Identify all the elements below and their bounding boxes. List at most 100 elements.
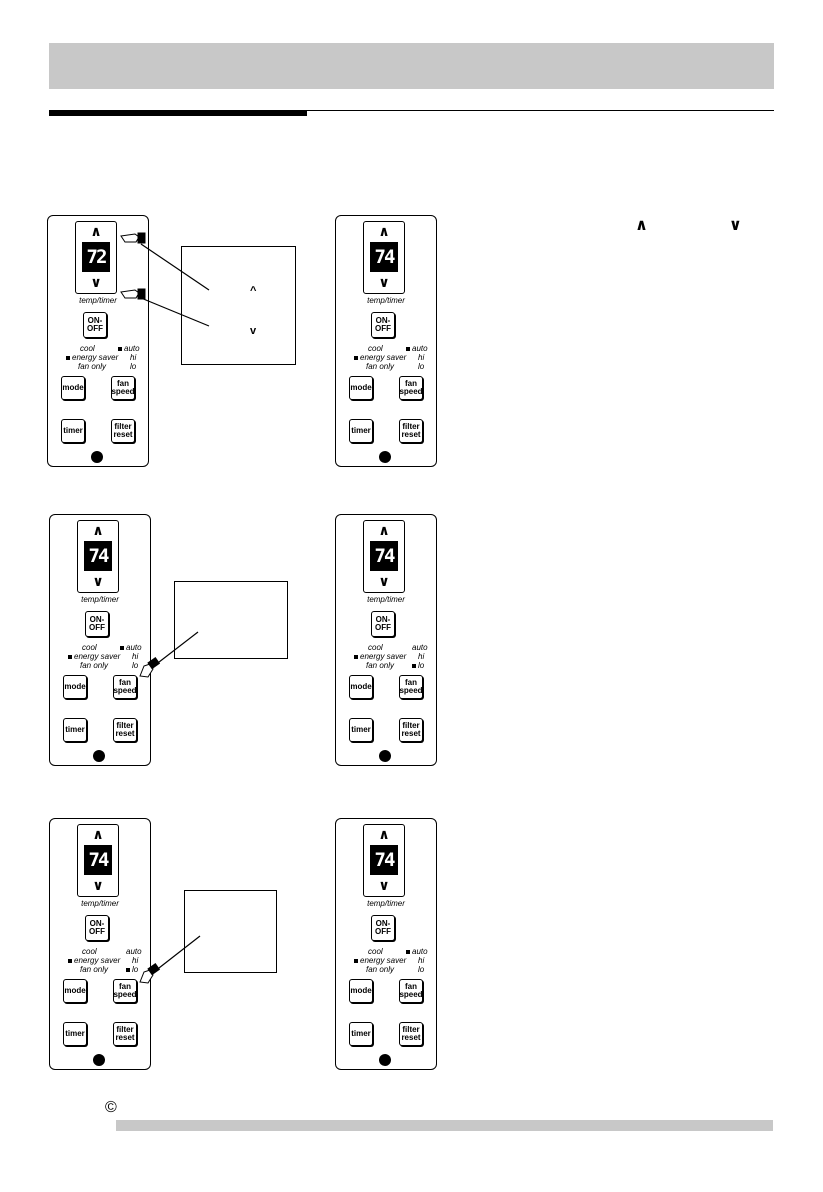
temperature-display: 74	[370, 242, 398, 272]
indicator-light	[354, 654, 358, 659]
mode-fan-only-label: fan only	[80, 661, 109, 670]
filter-reset-button[interactable]: filter reset	[399, 718, 423, 742]
fan-auto-label: auto	[406, 344, 428, 353]
temperature-display: 72	[82, 242, 110, 272]
temp-timer-label: temp/timer	[79, 296, 117, 305]
on-off-button[interactable]: ON- OFF	[371, 312, 395, 338]
temp-down-icon[interactable]: ∨	[90, 274, 102, 290]
fan-speed-button[interactable]: fan speed	[399, 376, 423, 400]
indicator-light	[68, 654, 72, 659]
power-indicator-icon	[379, 451, 391, 463]
fan-speed-button[interactable]: fan speed	[113, 675, 137, 699]
fan-speed-button[interactable]: fan speed	[399, 979, 423, 1003]
mode-cool-label: cool	[368, 643, 383, 652]
temp-up-icon[interactable]: ∧	[378, 826, 390, 842]
on-off-button[interactable]: ON- OFF	[371, 915, 395, 941]
fan-auto-label: auto	[406, 947, 428, 956]
indicator-light	[126, 967, 130, 972]
indicator-light	[354, 958, 358, 963]
mode-energy-saver-label: energy saver	[68, 956, 120, 965]
display-frame: ∧ 74 ∨	[363, 824, 405, 897]
callout-box-temp: ^ v	[181, 246, 296, 365]
fan-lo-label: lo	[132, 661, 139, 670]
fan-speed-button[interactable]: fan speed	[399, 675, 423, 699]
mode-button[interactable]: mode	[61, 376, 85, 400]
timer-button[interactable]: timer	[349, 419, 373, 443]
temp-up-icon[interactable]: ∧	[92, 826, 104, 842]
display-frame: ∧ 74 ∨	[363, 221, 405, 294]
temp-timer-label: temp/timer	[367, 899, 405, 908]
fan-speed-button[interactable]: fan speed	[113, 979, 137, 1003]
mode-button[interactable]: mode	[349, 979, 373, 1003]
mode-cool-label: cool	[368, 947, 383, 956]
timer-button[interactable]: timer	[63, 718, 87, 742]
temp-down-icon[interactable]: ∨	[92, 573, 104, 589]
filter-reset-button[interactable]: filter reset	[113, 1022, 137, 1046]
mode-energy-saver-label: energy saver	[66, 353, 118, 362]
filter-reset-button[interactable]: filter reset	[399, 1022, 423, 1046]
display-frame: ∧ 72 ∨	[75, 221, 117, 294]
fan-auto-label: auto	[126, 947, 142, 956]
copyright-symbol: ©	[105, 1099, 117, 1116]
indicator-light	[406, 949, 410, 954]
temperature-display: 74	[370, 541, 398, 571]
section-rule-thick	[49, 110, 307, 116]
up-arrow-icon: ∧	[635, 217, 648, 234]
on-off-button[interactable]: ON- OFF	[85, 915, 109, 941]
temperature-display: 74	[370, 845, 398, 875]
mode-button[interactable]: mode	[349, 376, 373, 400]
fan-lo-label: lo	[418, 965, 425, 974]
mode-cool-label: cool	[368, 344, 383, 353]
callout-up-symbol: ^	[250, 285, 257, 297]
display-frame: ∧ 74 ∨	[363, 520, 405, 593]
temp-down-icon[interactable]: ∨	[92, 877, 104, 893]
fan-hi-label: hi	[132, 956, 139, 965]
fan-hi-label: hi	[418, 652, 425, 661]
on-off-button[interactable]: ON- OFF	[85, 611, 109, 637]
indicator-light	[68, 958, 72, 963]
temp-up-icon[interactable]: ∧	[90, 223, 102, 239]
temp-down-icon[interactable]: ∨	[378, 573, 390, 589]
on-off-button[interactable]: ON- OFF	[83, 312, 107, 338]
fan-auto-label: auto	[120, 643, 142, 652]
mode-fan-only-label: fan only	[366, 661, 395, 670]
display-frame: ∧ 74 ∨	[77, 824, 119, 897]
timer-button[interactable]: timer	[61, 419, 85, 443]
temp-timer-label: temp/timer	[367, 595, 405, 604]
timer-button[interactable]: timer	[349, 1022, 373, 1046]
temp-up-icon[interactable]: ∧	[92, 522, 104, 538]
mode-button[interactable]: mode	[63, 979, 87, 1003]
filter-reset-button[interactable]: filter reset	[111, 419, 135, 443]
on-off-button[interactable]: ON- OFF	[371, 611, 395, 637]
filter-reset-button[interactable]: filter reset	[399, 419, 423, 443]
mode-button[interactable]: mode	[349, 675, 373, 699]
temp-up-icon[interactable]: ∧	[378, 223, 390, 239]
mode-energy-saver-label: energy saver	[354, 652, 406, 661]
mode-button[interactable]: mode	[63, 675, 87, 699]
pointing-hand-icon	[139, 656, 161, 678]
indicator-light	[66, 355, 70, 360]
temp-down-icon[interactable]: ∨	[378, 274, 390, 290]
fan-hi-label: hi	[418, 353, 425, 362]
pointing-hand-icon	[139, 962, 161, 984]
timer-button[interactable]: timer	[349, 718, 373, 742]
header-bar	[49, 43, 774, 89]
fan-auto-label: auto	[412, 643, 428, 652]
callout-box-fan-1	[174, 581, 288, 659]
power-indicator-icon	[93, 1054, 105, 1066]
timer-button[interactable]: timer	[63, 1022, 87, 1046]
section-rule-thin	[307, 110, 774, 111]
indicator-light	[118, 346, 122, 351]
temp-down-icon[interactable]: ∨	[378, 877, 390, 893]
indicator-light	[412, 663, 416, 668]
temperature-display: 74	[84, 845, 112, 875]
temp-up-icon[interactable]: ∧	[378, 522, 390, 538]
pointing-hand-icon	[120, 288, 146, 300]
mode-energy-saver-label: energy saver	[354, 956, 406, 965]
fan-speed-button[interactable]: fan speed	[111, 376, 135, 400]
filter-reset-button[interactable]: filter reset	[113, 718, 137, 742]
